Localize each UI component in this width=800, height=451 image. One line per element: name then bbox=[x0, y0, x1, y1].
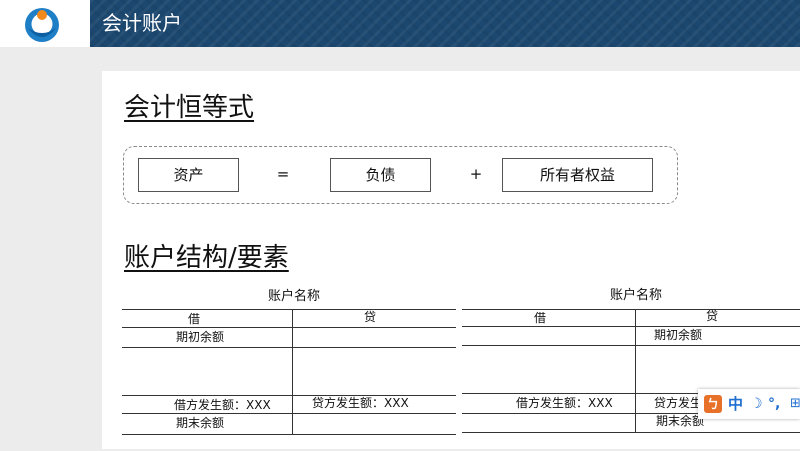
right-row-rule bbox=[462, 345, 800, 346]
left-credit-amount: 贷方发生额：XXX bbox=[312, 396, 409, 410]
equity-box: 所有者权益 bbox=[502, 158, 653, 192]
assets-box: 资产 bbox=[138, 158, 239, 192]
ime-chinese-mode-button[interactable]: 中 bbox=[728, 395, 744, 413]
left-bottom-rule bbox=[122, 434, 456, 435]
right-debit-amount: 借方发生额：XXX bbox=[516, 396, 613, 410]
equals-sign: = bbox=[276, 165, 290, 183]
right-account-title: 账户名称 bbox=[609, 288, 662, 303]
left-row-rule bbox=[122, 347, 456, 348]
left-row-rule bbox=[122, 395, 456, 396]
right-closing-balance: 期末余额 bbox=[656, 414, 705, 428]
structure-heading: 账户结构/要素 bbox=[124, 243, 289, 273]
ime-halfwidth-moon-icon[interactable]: ☽ bbox=[750, 396, 763, 412]
right-opening-balance: 期初余额 bbox=[654, 328, 703, 342]
left-center-divider bbox=[292, 309, 293, 434]
plus-sign: + bbox=[469, 165, 483, 183]
liabilities-box: 负债 bbox=[330, 158, 431, 192]
left-opening-balance: 期初余额 bbox=[176, 330, 225, 344]
left-credit-header: 贷 bbox=[364, 310, 377, 324]
right-row-rule bbox=[462, 393, 800, 394]
app-title: 会计账户 bbox=[102, 11, 182, 35]
right-center-divider bbox=[635, 309, 636, 432]
title-bar: 会计账户 bbox=[90, 0, 800, 47]
ime-logo-icon[interactable]: ㄅ bbox=[704, 395, 722, 413]
left-debit-header: 借 bbox=[188, 312, 201, 326]
app-logo-icon bbox=[25, 8, 59, 42]
logo-area bbox=[0, 0, 90, 47]
right-row-rule bbox=[462, 413, 800, 414]
slide-canvas: 会计恒等式 资产 = 负债 + 所有者权益 账户结构/要素 账户名称 借 贷 期… bbox=[102, 71, 800, 449]
ime-more-icon[interactable]: ⊞ bbox=[790, 396, 800, 411]
right-debit-header: 借 bbox=[534, 311, 547, 325]
right-header-rule bbox=[462, 326, 800, 327]
right-top-rule bbox=[462, 309, 800, 310]
right-credit-header: 贷 bbox=[706, 309, 719, 323]
ime-toolbar[interactable]: ㄅ 中 ☽ °, ⊞ bbox=[698, 389, 800, 419]
left-closing-balance: 期末余额 bbox=[176, 416, 225, 430]
equation-frame bbox=[123, 146, 678, 204]
left-row-rule bbox=[122, 413, 456, 414]
left-account-title: 账户名称 bbox=[267, 289, 320, 304]
left-debit-amount: 借方发生额：XXX bbox=[174, 398, 271, 412]
ime-punctuation-icon[interactable]: °, bbox=[768, 396, 781, 412]
left-header-rule bbox=[122, 327, 456, 328]
equation-heading: 会计恒等式 bbox=[124, 93, 255, 123]
right-bottom-rule bbox=[462, 432, 800, 433]
left-top-rule bbox=[122, 309, 456, 310]
